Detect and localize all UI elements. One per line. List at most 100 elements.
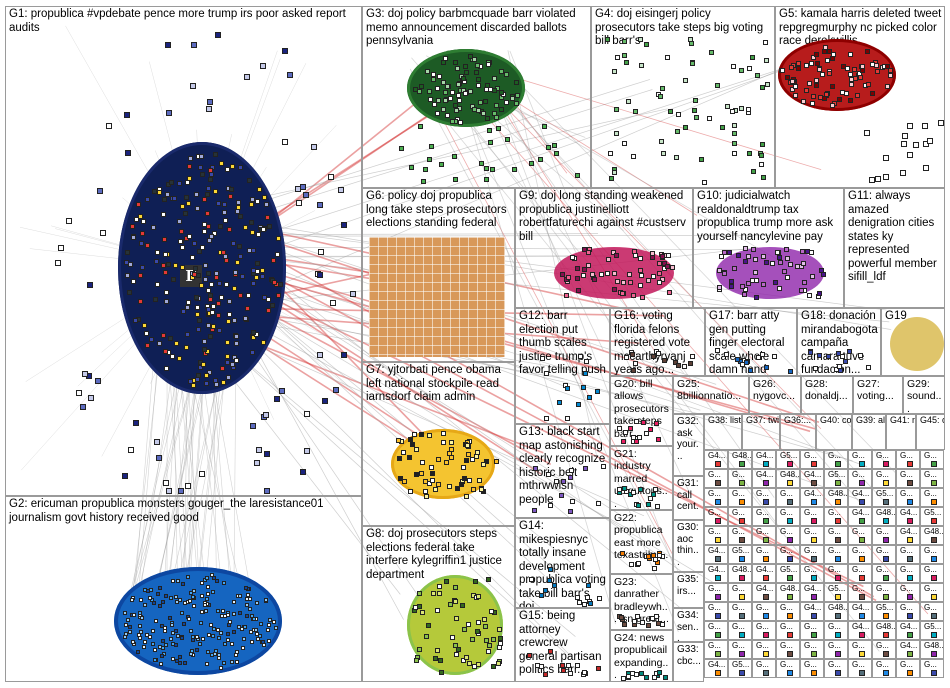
- graph-node[interactable]: [481, 111, 487, 117]
- graph-node[interactable]: [931, 651, 937, 657]
- graph-node[interactable]: [264, 597, 269, 602]
- graph-node[interactable]: [177, 218, 183, 224]
- graph-node[interactable]: [189, 82, 196, 89]
- graph-node[interactable]: [532, 507, 538, 513]
- small-group-cell[interactable]: G5...: [872, 602, 896, 621]
- graph-node[interactable]: [197, 165, 203, 171]
- graph-node[interactable]: [558, 492, 564, 498]
- graph-node[interactable]: [226, 299, 232, 305]
- graph-node[interactable]: [674, 128, 680, 134]
- graph-node[interactable]: [259, 63, 266, 70]
- graph-node[interactable]: [631, 489, 637, 495]
- group-g14[interactable]: G14: mikespiesnyc totally insane develop…: [515, 518, 610, 608]
- group-g3[interactable]: G3: doj policy barbmcquade barr violated…: [362, 6, 591, 188]
- graph-node[interactable]: [223, 642, 228, 647]
- graph-node[interactable]: [689, 353, 695, 359]
- graph-node[interactable]: [164, 290, 170, 296]
- graph-node[interactable]: [763, 632, 769, 638]
- graph-node[interactable]: [763, 556, 769, 562]
- graph-node[interactable]: [163, 643, 168, 648]
- graph-node[interactable]: [240, 646, 245, 651]
- graph-node[interactable]: [746, 254, 752, 260]
- graph-node[interactable]: [232, 285, 238, 291]
- graph-node[interactable]: [745, 280, 751, 286]
- graph-node[interactable]: [250, 197, 256, 203]
- graph-node[interactable]: [154, 438, 161, 445]
- graph-node[interactable]: [200, 171, 206, 177]
- graph-node[interactable]: [739, 284, 745, 290]
- graph-node[interactable]: [631, 154, 636, 160]
- graph-node[interactable]: [192, 603, 197, 608]
- graph-node[interactable]: [688, 40, 694, 46]
- graph-node[interactable]: [475, 619, 481, 625]
- graph-node[interactable]: [235, 650, 240, 655]
- graph-node[interactable]: [480, 462, 486, 468]
- graph-node[interactable]: [907, 594, 913, 600]
- graph-node[interactable]: [796, 60, 802, 66]
- graph-node[interactable]: [249, 630, 254, 635]
- graph-node[interactable]: [233, 269, 238, 275]
- graph-node[interactable]: [628, 425, 634, 431]
- graph-node[interactable]: [626, 98, 632, 104]
- graph-node[interactable]: [151, 224, 157, 230]
- graph-node[interactable]: [329, 299, 336, 306]
- graph-node[interactable]: [637, 256, 643, 262]
- graph-node[interactable]: [282, 139, 289, 146]
- graph-node[interactable]: [907, 518, 913, 524]
- graph-node[interactable]: [485, 115, 491, 121]
- small-group-cell[interactable]: G...: [896, 450, 920, 469]
- graph-node[interactable]: [475, 628, 481, 634]
- graph-node[interactable]: [463, 69, 469, 75]
- graph-node[interactable]: [552, 142, 558, 148]
- graph-node[interactable]: [716, 267, 722, 273]
- graph-node[interactable]: [427, 157, 433, 163]
- graph-node[interactable]: [763, 58, 769, 64]
- small-group-cell[interactable]: G4...: [752, 469, 776, 488]
- small-group-cell[interactable]: G48...: [728, 564, 752, 583]
- graph-node[interactable]: [486, 128, 492, 134]
- graph-node[interactable]: [208, 171, 214, 177]
- graph-node[interactable]: [497, 626, 503, 632]
- graph-node[interactable]: [99, 229, 106, 236]
- graph-node[interactable]: [153, 658, 158, 663]
- graph-node[interactable]: [254, 460, 260, 467]
- graph-node[interactable]: [739, 499, 745, 505]
- graph-node[interactable]: [233, 333, 239, 339]
- small-group-cell[interactable]: G48...: [824, 488, 848, 507]
- graph-node[interactable]: [184, 236, 189, 242]
- group-g6[interactable]: G6: policy doj propublica long take step…: [362, 188, 515, 362]
- graph-node[interactable]: [398, 146, 404, 152]
- graph-node[interactable]: [452, 176, 458, 182]
- graph-node[interactable]: [452, 153, 458, 159]
- small-group-cell[interactable]: G...: [800, 564, 824, 583]
- graph-node[interactable]: [622, 53, 628, 59]
- graph-node[interactable]: [260, 639, 265, 644]
- graph-node[interactable]: [694, 114, 700, 120]
- graph-node[interactable]: [492, 75, 498, 81]
- graph-node[interactable]: [634, 439, 640, 445]
- graph-node[interactable]: [165, 41, 172, 48]
- graph-node[interactable]: [219, 366, 225, 372]
- graph-node[interactable]: [834, 367, 840, 373]
- graph-node[interactable]: [452, 103, 458, 109]
- graph-node[interactable]: [193, 192, 199, 198]
- small-group-cell[interactable]: G...: [896, 602, 920, 621]
- graph-node[interactable]: [205, 186, 211, 192]
- graph-node[interactable]: [200, 581, 204, 586]
- graph-node[interactable]: [673, 154, 679, 160]
- graph-node[interactable]: [657, 552, 663, 558]
- graph-node[interactable]: [254, 261, 260, 267]
- graph-node[interactable]: [466, 478, 472, 484]
- graph-node[interactable]: [217, 223, 223, 229]
- graph-node[interactable]: [202, 338, 208, 344]
- graph-node[interactable]: [458, 482, 464, 488]
- graph-node[interactable]: [542, 123, 548, 129]
- graph-node[interactable]: [237, 253, 243, 259]
- graph-node[interactable]: [318, 249, 325, 255]
- graph-node[interactable]: [427, 433, 433, 439]
- graph-node[interactable]: [811, 93, 817, 99]
- graph-node[interactable]: [763, 575, 769, 581]
- graph-node[interactable]: [811, 575, 817, 581]
- group-g31[interactable]: G31: call cent...: [673, 476, 704, 520]
- graph-node[interactable]: [907, 480, 913, 486]
